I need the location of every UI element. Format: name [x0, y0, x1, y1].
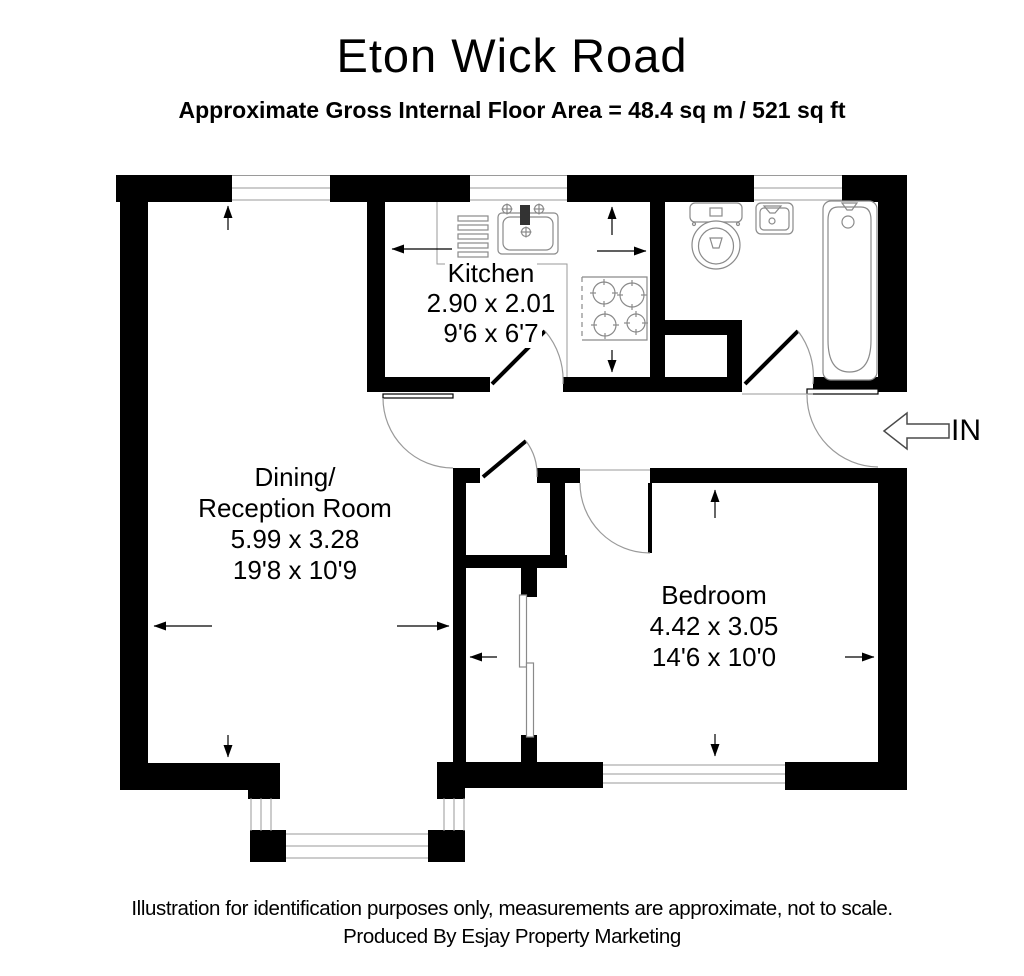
disclaimer-text: Illustration for identification purposes…: [131, 897, 893, 920]
bedroom-label: Bedroom 4.42 x 3.05 14'6 x 10'0: [600, 580, 828, 673]
bathroom-door: [742, 329, 814, 395]
closet-door: [481, 439, 538, 479]
window-icon-bathroom: [754, 175, 842, 201]
window-icon-bay-front: [286, 833, 428, 859]
page-title: Eton Wick Road: [336, 29, 688, 82]
dining-room-metric: 5.99 x 3.28: [227, 524, 363, 555]
window-icon-dining-top: [232, 175, 330, 201]
wardrobe-sliding-doors: [518, 594, 535, 738]
window-icon-kitchen: [470, 175, 567, 201]
window-icon-bay-left: [250, 798, 272, 831]
window-icon-bay-right: [443, 798, 465, 831]
dimension-arrows: [153, 205, 875, 758]
bathtub-icon: [822, 200, 878, 381]
bedroom-name: Bedroom: [658, 580, 770, 611]
dining-room-name-line2: Reception Room: [195, 493, 395, 524]
dining-door: [382, 393, 454, 469]
entry-door: [806, 388, 879, 468]
kitchen-name: Kitchen: [444, 258, 538, 288]
entry-arrow-icon: [882, 411, 950, 451]
bedroom-metric: 4.42 x 3.05: [646, 611, 782, 642]
kitchen-label: Kitchen 2.90 x 2.01 9'6 x 6'7: [396, 258, 586, 348]
basin-icon: [755, 202, 794, 235]
kitchen-imperial: 9'6 x 6'7: [440, 318, 542, 348]
bedroom-door: [579, 469, 652, 554]
dining-room-imperial: 19'8 x 10'9: [229, 555, 361, 586]
hob-icon: [581, 276, 648, 341]
sink-icon: [457, 203, 559, 258]
kitchen-metric: 2.90 x 2.01: [423, 288, 559, 318]
producer-text: Produced By Esjay Property Marketing: [343, 925, 681, 948]
bedroom-imperial: 14'6 x 10'0: [648, 642, 780, 673]
dining-room-label: Dining/ Reception Room 5.99 x 3.28 19'8 …: [150, 462, 440, 586]
dining-room-name-line1: Dining/: [251, 462, 339, 493]
floor-area-subtitle: Approximate Gross Internal Floor Area = …: [178, 97, 846, 123]
walls: [116, 175, 907, 862]
toilet-icon: [689, 202, 743, 270]
entrance-label: IN: [951, 414, 981, 447]
window-icon-bedroom: [603, 764, 785, 784]
